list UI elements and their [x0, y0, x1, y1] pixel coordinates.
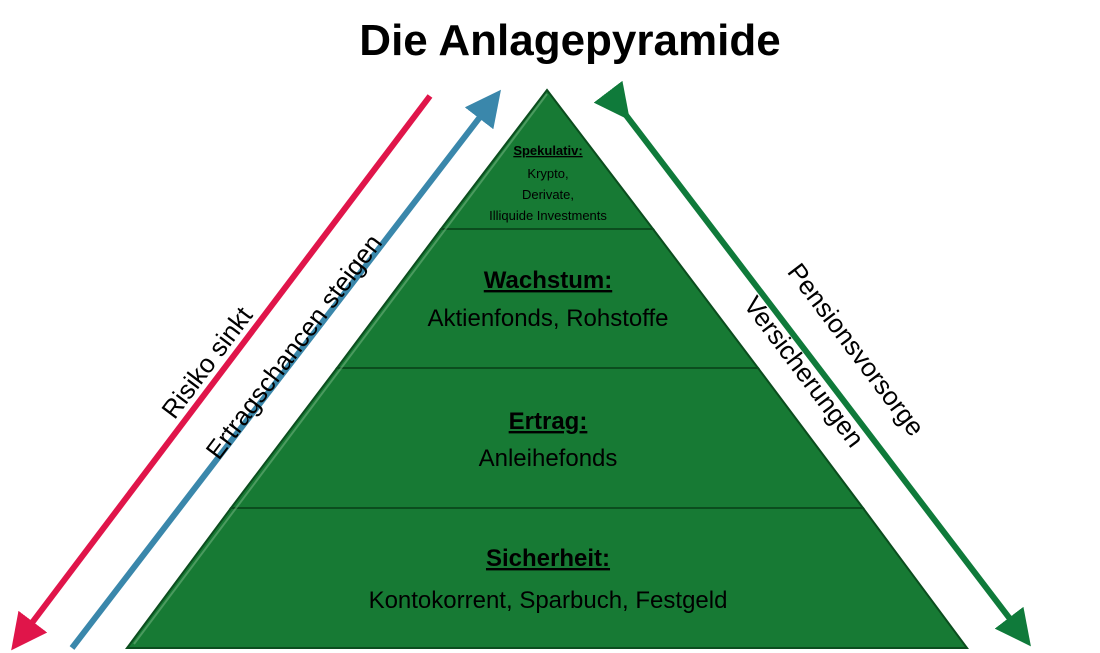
level-top-line-1: Krypto,	[527, 166, 568, 181]
level-safety-title: Sicherheit:	[486, 545, 610, 572]
pyramid-level-growth	[335, 228, 761, 369]
level-growth-line-1: Aktienfonds, Rohstoffe	[427, 305, 668, 332]
page-title: Die Anlagepyramide	[359, 16, 781, 65]
risk-arrow	[11, 94, 433, 651]
pyramid-level-safety	[125, 507, 969, 649]
pension-arrow	[593, 80, 1031, 647]
level-top-title: Spekulativ:	[513, 143, 582, 158]
level-income-title: Ertrag:	[509, 408, 588, 435]
return-arrow	[69, 89, 501, 650]
level-top-line-2: Derivate,	[522, 187, 574, 202]
level-growth-title: Wachstum:	[484, 267, 612, 294]
pyramid-highlight	[133, 93, 548, 645]
level-safety-line-1: Kontokorrent, Sparbuch, Festgeld	[369, 587, 728, 614]
level-top-line-3: Illiquide Investments	[489, 208, 607, 223]
level-income-line-1: Anleihefonds	[479, 445, 618, 472]
